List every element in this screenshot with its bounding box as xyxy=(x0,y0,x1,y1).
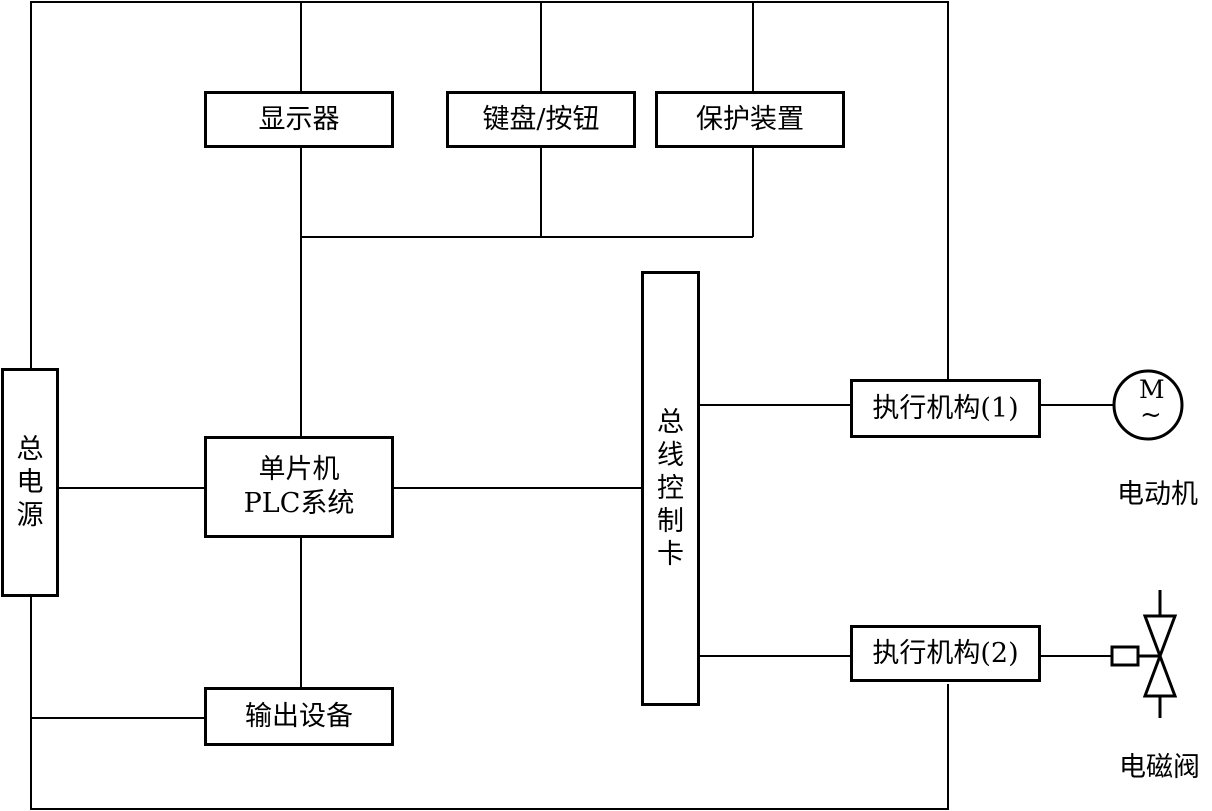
power-label-char: 总 xyxy=(16,434,44,465)
motor-circle xyxy=(1112,369,1184,441)
power-label-char: 电 xyxy=(16,467,44,498)
actuator2-block: 执行机构(2) xyxy=(850,625,1041,682)
valve-caption: 电磁阀 xyxy=(1119,752,1200,783)
power-label-char: 源 xyxy=(16,500,44,531)
bus-card-label-char: 总 xyxy=(657,407,684,438)
mcu-label-line1: 单片机 xyxy=(258,454,340,485)
display-label: 显示器 xyxy=(258,103,340,135)
actuator1-label: 执行机构(1) xyxy=(872,392,1019,424)
motor-letter: M xyxy=(1139,375,1165,404)
protection-block: 保护装置 xyxy=(655,91,845,148)
actuator2-label: 执行机构(2) xyxy=(872,637,1019,669)
mcu-block: 单片机 PLC系统 xyxy=(204,436,394,538)
solenoid-valve-icon xyxy=(1110,590,1178,718)
keyboard-block: 键盘/按钮 xyxy=(446,91,636,148)
outer-frame-bottom-wire xyxy=(30,596,949,810)
mcu-label-line2: PLC系统 xyxy=(243,488,355,519)
bus-card-label-char: 线 xyxy=(657,440,684,471)
actuator1-block: 执行机构(1) xyxy=(850,379,1041,438)
output-device-block: 输出设备 xyxy=(204,687,394,746)
bus-card-label-char: 控 xyxy=(657,473,684,504)
bus-card-block: 总线控制卡 xyxy=(641,271,700,706)
output-device-label: 输出设备 xyxy=(245,700,353,732)
motor-tilde-icon: ~ xyxy=(1140,400,1162,430)
power-block: 总电源 xyxy=(1,368,59,597)
outer-frame-wire xyxy=(30,1,949,380)
display-block: 显示器 xyxy=(204,91,394,148)
bus-card-label-char: 制 xyxy=(657,506,684,537)
motor-caption: 电动机 xyxy=(1117,479,1198,510)
keyboard-label: 键盘/按钮 xyxy=(482,103,600,135)
bus-card-label-char: 卡 xyxy=(657,539,684,570)
protection-label: 保护装置 xyxy=(696,103,804,135)
